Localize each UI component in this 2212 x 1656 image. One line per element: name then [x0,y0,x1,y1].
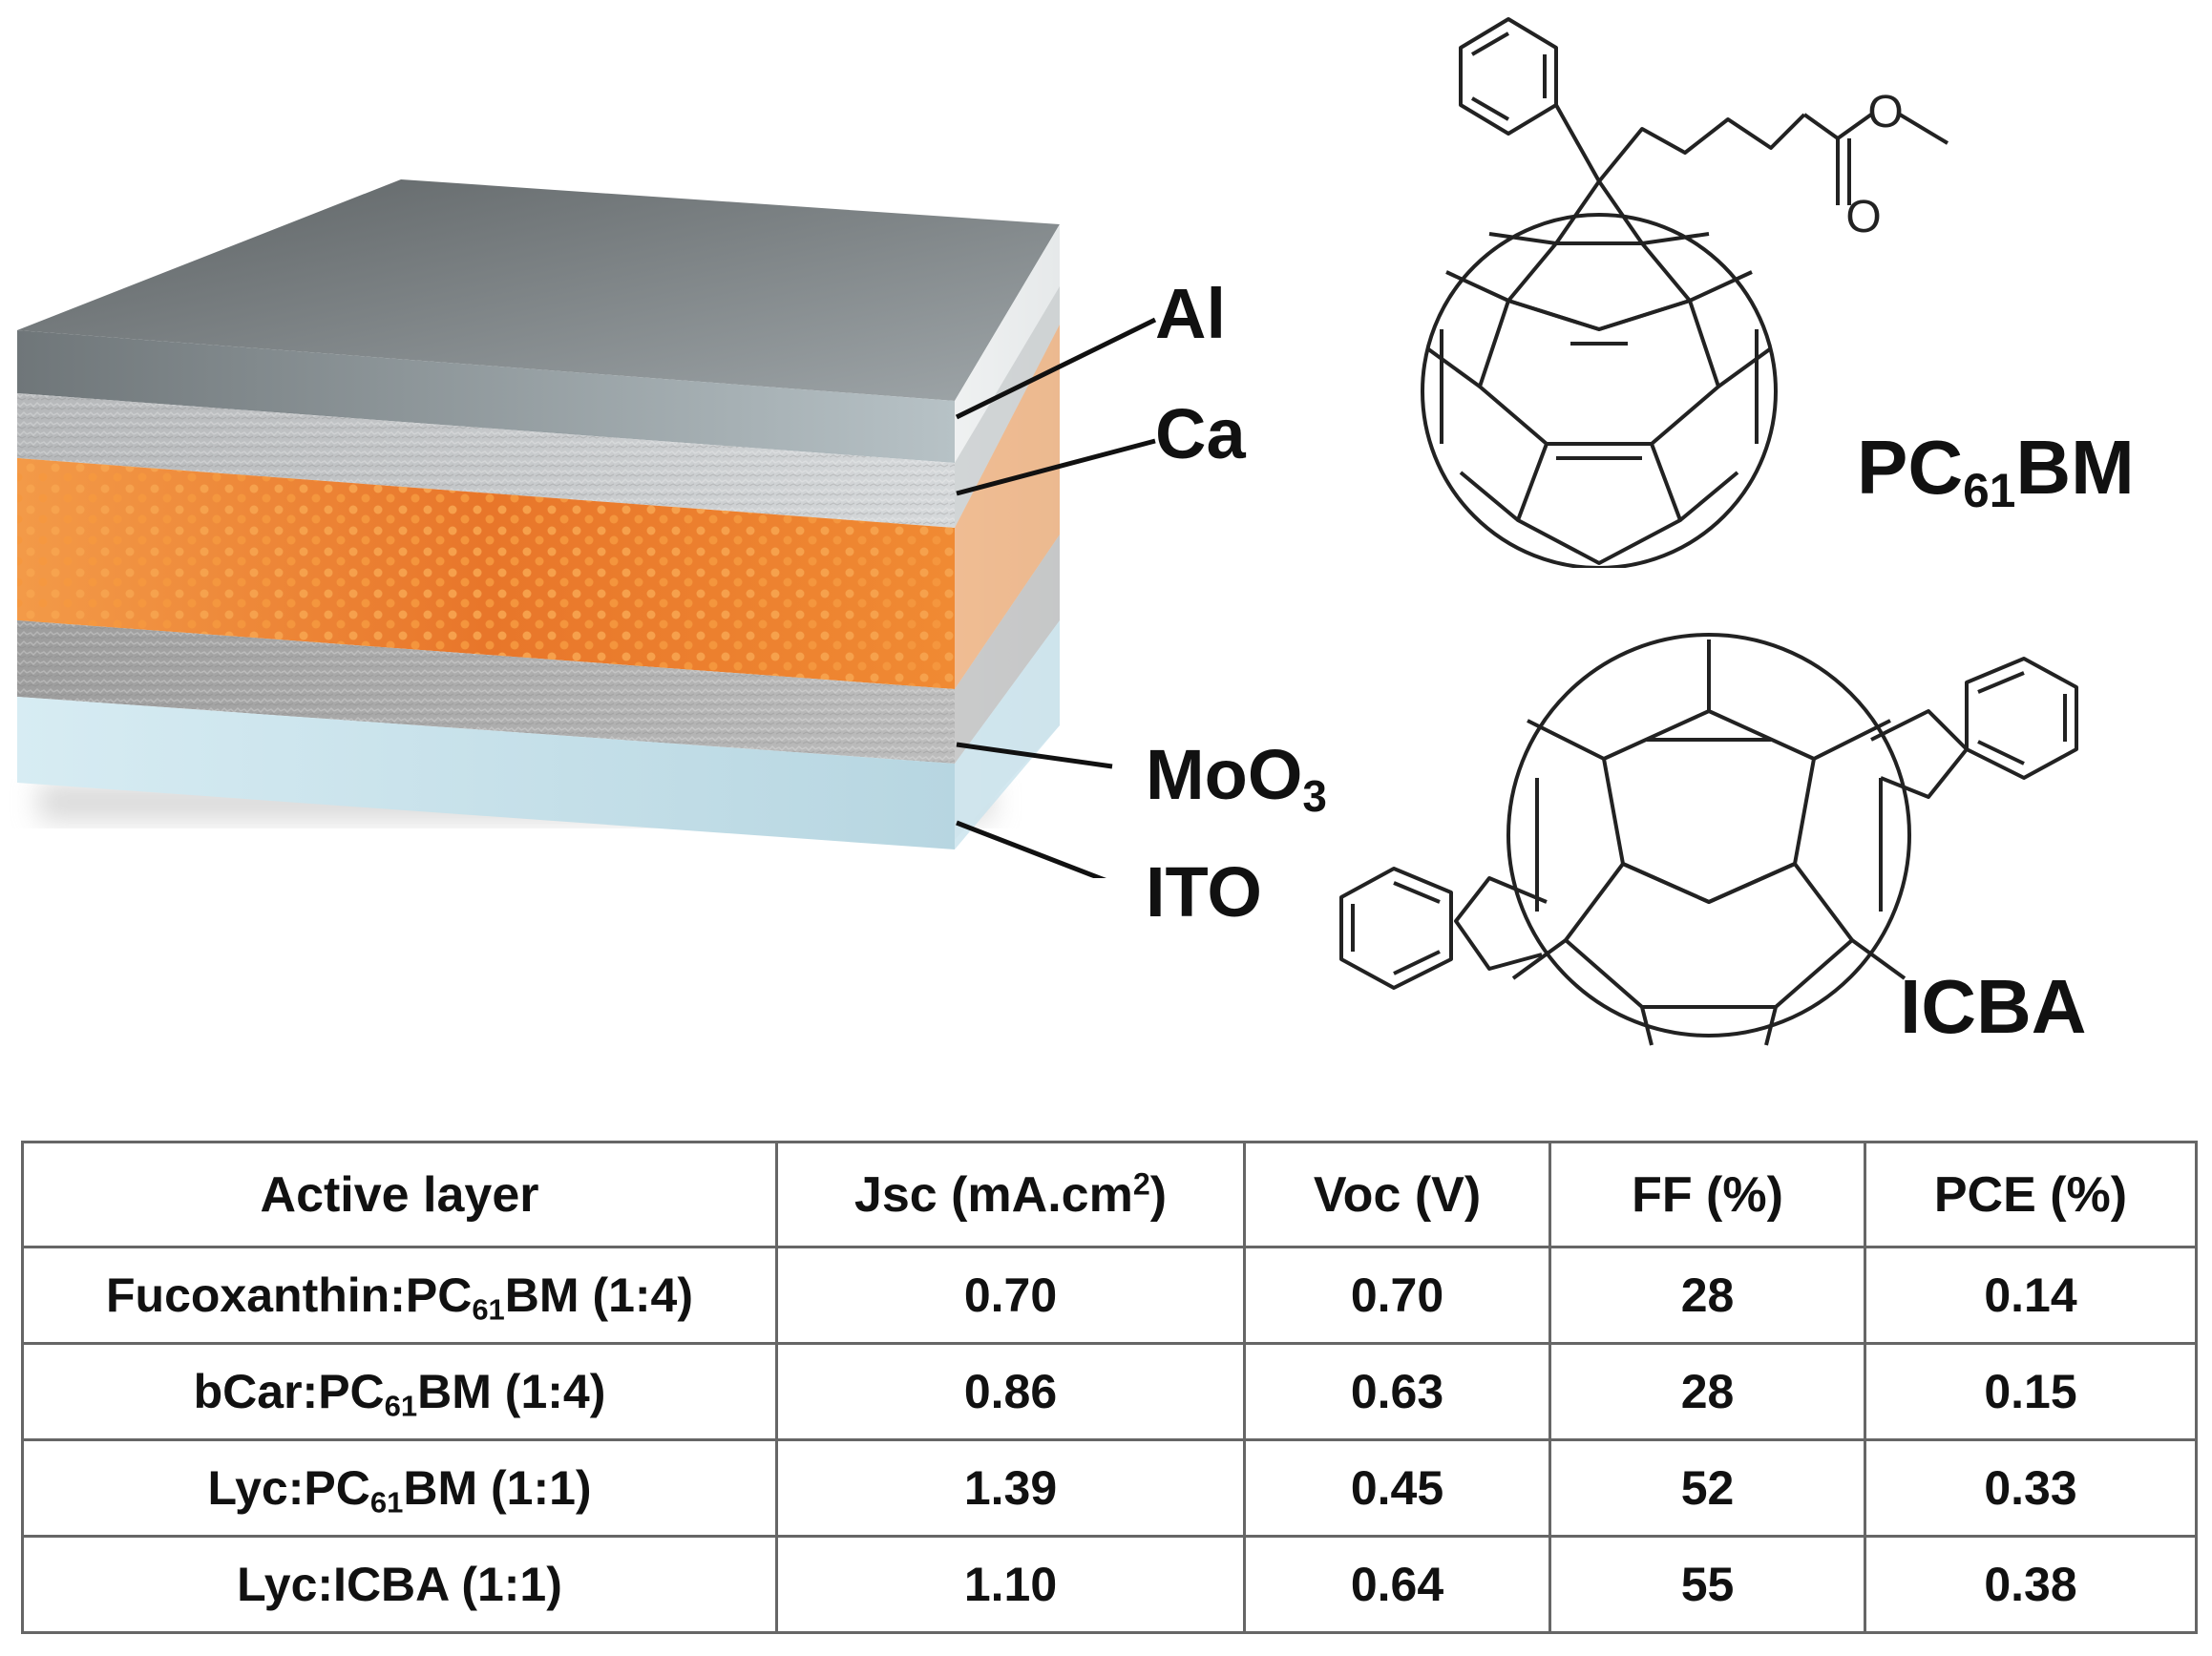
cell-jsc: 1.39 [775,1438,1246,1538]
cell-voc: 0.63 [1243,1342,1551,1441]
table-row: Lyc:PC61BM (1:1) 1.39 0.45 52 0.33 [21,1438,2198,1538]
cell-ff: 28 [1548,1342,1866,1441]
indene-adduct-left [1454,876,1548,971]
ca-leader-line [956,438,1156,496]
table-row: bCar:PC61BM (1:4) 0.86 0.63 28 0.15 [21,1342,2198,1441]
header-jsc: Jsc (mA.cm2) [775,1141,1246,1248]
cell-pce: 0.38 [1864,1535,2198,1634]
layer-ito [17,697,955,849]
cell-active-layer: Lyc:PC61BM (1:1) [21,1438,778,1538]
svg-text:O: O [1845,192,1881,242]
cell-jsc: 0.86 [775,1342,1246,1441]
header-voc: Voc (V) [1243,1141,1551,1248]
table-row: Fucoxanthin:PC61BM (1:4) 0.70 0.70 28 0.… [21,1246,2198,1345]
header-pce: PCE (%) [1864,1141,2198,1248]
layer-al [17,330,955,463]
cell-voc: 0.70 [1243,1246,1551,1345]
svg-text:O: O [1867,87,1903,137]
cell-pce: 0.33 [1864,1438,2198,1538]
c60-cage [1421,213,1778,568]
label-ito: ITO [1146,852,1262,932]
ester-chain [1597,113,1806,183]
cell-active-layer: Lyc:ICBA (1:1) [21,1535,778,1634]
c60-cage [1506,633,1911,1038]
cell-ff: 28 [1548,1246,1866,1345]
cell-active-layer: Fucoxanthin:PC61BM (1:4) [21,1246,778,1345]
cell-voc: 0.45 [1243,1438,1551,1538]
pcbm-structure: O O [1421,17,1949,568]
moo3-leader-line [956,742,1113,769]
icba-structure [1339,633,2078,1046]
header-active-layer: Active layer [21,1141,778,1248]
label-pcbm: PC61BM [1857,425,2135,517]
cell-pce: 0.14 [1864,1246,2198,1345]
cell-jsc: 1.10 [775,1535,1246,1634]
results-table: Active layer Jsc (mA.cm2) Voc (V) FF (%)… [21,1141,2198,1634]
cell-jsc: 0.70 [775,1246,1246,1345]
label-ca: Ca [1155,394,1246,473]
cell-pce: 0.15 [1864,1342,2198,1441]
al-leader-line [955,317,1157,420]
table-row: Lyc:ICBA (1:1) 1.10 0.64 55 0.38 [21,1535,2198,1634]
device-stack-diagram [17,179,1157,878]
phenyl-ring [1459,17,1558,136]
header-ff: FF (%) [1548,1141,1866,1248]
label-al: Al [1155,274,1226,353]
cell-ff: 55 [1548,1535,1866,1634]
table-header-row: Active layer Jsc (mA.cm2) Voc (V) FF (%)… [21,1141,2198,1248]
label-moo3: MoO3 [1146,735,1327,821]
ito-leader-line [956,820,1106,878]
al-top-face [17,179,1060,401]
cell-voc: 0.64 [1243,1535,1551,1634]
cell-active-layer: bCar:PC61BM (1:4) [21,1342,778,1441]
label-icba: ICBA [1900,964,2087,1049]
cell-ff: 52 [1548,1438,1866,1538]
